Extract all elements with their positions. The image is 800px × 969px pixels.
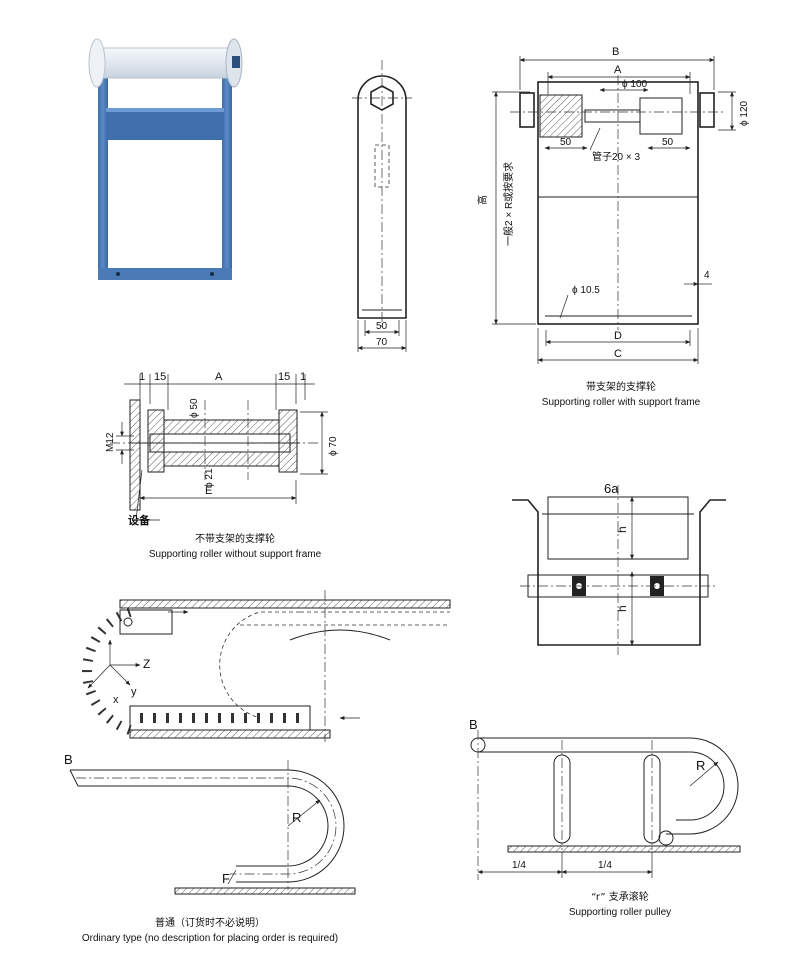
label-b-ordinary: B — [64, 752, 73, 767]
dim-50-left: 50 — [560, 137, 572, 148]
roller-frame-6a-drawing — [512, 485, 726, 655]
ordinary-type-drawing — [69, 760, 356, 895]
dim-a-top: A — [614, 64, 622, 76]
dim-1-left: 1 — [139, 371, 145, 383]
caption-without-frame-en: Supporting roller without support frame — [148, 549, 322, 560]
dim-phi120: ϕ 120 — [739, 100, 750, 126]
label-6a: 6a — [604, 481, 619, 496]
dim-d: D — [614, 330, 622, 342]
label-f: F — [222, 871, 230, 886]
dim-c: C — [614, 348, 622, 360]
caption-with-frame: 带支架的支撑轮 Supporting roller with support f… — [526, 380, 716, 410]
dim-phi21: ϕ 21 — [204, 468, 215, 488]
dim-phi50: ϕ 50 — [189, 398, 200, 418]
dim-h-upper: h — [615, 526, 629, 533]
dim-4: 4 — [704, 270, 710, 281]
caption-with-frame-en: Supporting roller with support frame — [541, 397, 701, 408]
dim-15-right: 15 — [278, 371, 290, 383]
dim-e: E — [205, 485, 212, 497]
cable-chain-drawing — [82, 590, 451, 742]
dim-m12: M12 — [105, 432, 116, 452]
caption-without-frame-zh: 不带支架的支撑轮 — [195, 534, 275, 545]
caption-with-frame-zh: 带支架的支撑轮 — [586, 382, 656, 393]
dim-h-lower: h — [615, 605, 629, 612]
label-r-ordinary: R — [292, 810, 301, 825]
equipment-label: 设备 — [128, 513, 151, 527]
caption-without-frame: 不带支架的支撑轮 Supporting roller without suppo… — [120, 532, 350, 562]
dim-50-side: 50 — [376, 321, 388, 332]
caption-ordinary: 普通（订货时不必说明） Ordinary type (no descriptio… — [40, 916, 380, 946]
section-without-frame-drawing — [110, 374, 328, 521]
caption-ordinary-zh: 普通（订货时不必说明） — [155, 918, 265, 929]
pipe-label: 管子20 × 3 — [592, 150, 641, 163]
front-view-frame-drawing — [492, 56, 736, 364]
dim-b-top: B — [612, 46, 619, 58]
axis-x: x — [113, 694, 119, 706]
label-r-pulley: R — [696, 758, 705, 773]
label-b-pulley: B — [469, 717, 478, 732]
caption-pulley-zh: “r” 支承滚轮 — [591, 892, 649, 903]
roller-pulley-drawing — [470, 730, 741, 880]
dim-phi100: ϕ 100 — [622, 79, 648, 90]
axis-y: y — [131, 686, 137, 698]
caption-ordinary-en: Ordinary type (no description for placin… — [81, 933, 339, 944]
height-label: 高 — [476, 195, 489, 205]
dim-1-right: 1 — [300, 371, 306, 383]
roller-frame-photo — [88, 38, 243, 280]
caption-pulley: “r” 支承滚轮 Supporting roller pulley — [520, 890, 720, 920]
dim-15-left: 15 — [154, 371, 166, 383]
side-view-drawing — [352, 60, 412, 352]
dim-phi10-5: ϕ 10.5 — [572, 285, 600, 296]
dim-70-side: 70 — [376, 337, 388, 348]
dim-quarter-right: 1/4 — [598, 860, 612, 871]
dim-phi70: ϕ 70 — [328, 436, 339, 456]
dim-a-mid: A — [215, 371, 223, 383]
height-note: 一般2 × R或按要求 — [502, 162, 515, 246]
dim-50-right: 50 — [662, 137, 674, 148]
dim-quarter-left: 1/4 — [512, 860, 526, 871]
caption-pulley-en: Supporting roller pulley — [568, 907, 672, 918]
axis-z: Z — [143, 657, 150, 671]
